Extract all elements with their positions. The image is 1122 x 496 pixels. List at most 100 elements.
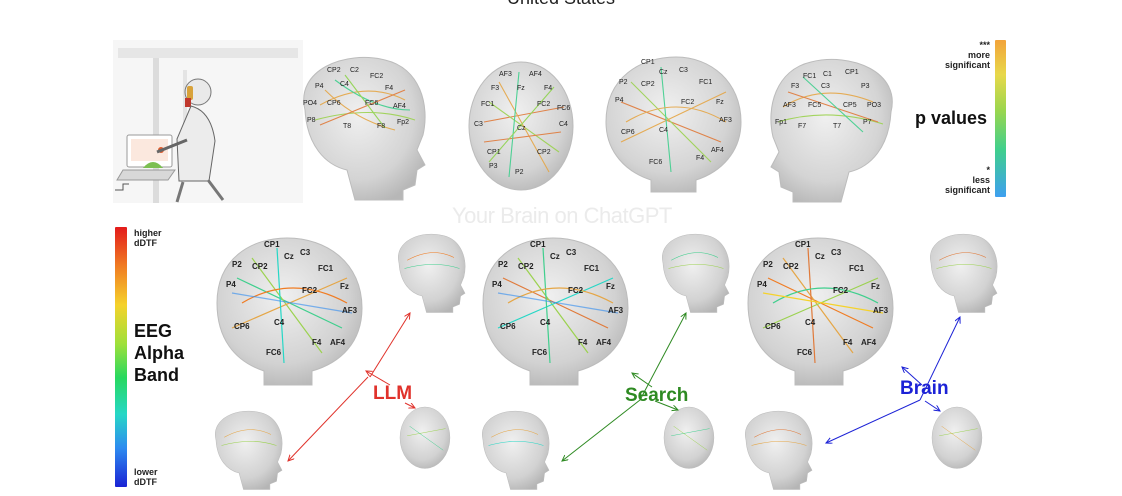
svg-text:AF3: AF3 (873, 306, 889, 315)
svg-text:P7: P7 (863, 119, 872, 126)
svg-text:CP6: CP6 (234, 322, 250, 331)
band-line1: EEG (134, 321, 173, 341)
band-line2: Alpha (134, 343, 185, 363)
svg-text:C3: C3 (821, 83, 830, 90)
ddtf-top-line1: higher (134, 228, 162, 238)
svg-text:AF3: AF3 (499, 71, 512, 78)
svg-text:FC1: FC1 (584, 264, 600, 273)
svg-text:AF4: AF4 (330, 338, 346, 347)
svg-text:F4: F4 (544, 85, 552, 92)
search-arrow-up (639, 313, 686, 401)
svg-text:FC2: FC2 (833, 286, 849, 295)
search-side-head-small (662, 233, 730, 313)
svg-text:C2: C2 (350, 67, 359, 74)
p-bottom-line1: less (972, 175, 990, 185)
svg-text:C4: C4 (340, 81, 349, 88)
brain-top-head-bottom (931, 406, 983, 469)
svg-text:FC1: FC1 (481, 101, 494, 108)
svg-text:P2: P2 (619, 79, 628, 86)
p-scale-top-label: *** more significant (930, 40, 990, 70)
svg-text:C4: C4 (559, 121, 568, 128)
svg-text:AF4: AF4 (393, 103, 406, 110)
svg-text:P4: P4 (757, 280, 767, 289)
ddtf-bottom-line1: lower (134, 467, 158, 477)
svg-text:P3: P3 (861, 83, 870, 90)
search-arrow-down (562, 399, 641, 461)
ddtf-bottom-label: lower dDTF (134, 467, 158, 487)
svg-text:Cz: Cz (284, 252, 294, 261)
llm-side-head-bottom (215, 410, 283, 490)
ddtf-top-label: higher dDTF (134, 228, 162, 248)
svg-text:P4: P4 (315, 83, 324, 90)
svg-text:CP1: CP1 (487, 149, 501, 156)
brain-side-head-bottom (745, 410, 813, 490)
svg-text:P4: P4 (226, 280, 236, 289)
svg-text:C3: C3 (831, 248, 842, 257)
svg-text:CP1: CP1 (641, 59, 655, 66)
svg-text:Cz: Cz (550, 252, 560, 261)
p-bottom-stars: * (986, 165, 990, 175)
svg-text:CP6: CP6 (327, 100, 341, 107)
svg-text:CP1: CP1 (264, 240, 280, 249)
svg-text:P2: P2 (498, 260, 508, 269)
ddtf-colorbar (115, 227, 127, 487)
svg-text:PO3: PO3 (867, 102, 881, 109)
svg-text:FC6: FC6 (649, 159, 662, 166)
svg-text:C4: C4 (274, 318, 285, 327)
svg-text:P4: P4 (492, 280, 502, 289)
p-top-line1: more (967, 50, 990, 60)
svg-text:FC1: FC1 (803, 73, 816, 80)
brain-arrow-right (924, 400, 940, 411)
svg-text:F4: F4 (385, 85, 393, 92)
svg-text:CP1: CP1 (795, 240, 811, 249)
svg-text:T8: T8 (343, 123, 351, 130)
svg-text:FC2: FC2 (681, 99, 694, 106)
svg-text:T7: T7 (833, 123, 841, 130)
svg-text:AF4: AF4 (529, 71, 542, 78)
svg-text:P4: P4 (615, 97, 624, 104)
p-top-stars: *** (979, 40, 990, 50)
svg-text:AF3: AF3 (608, 306, 624, 315)
llm-top-head-bottom (399, 406, 451, 469)
svg-text:C3: C3 (474, 121, 483, 128)
svg-text:F8: F8 (377, 123, 385, 130)
search-arrow-back (632, 373, 653, 388)
svg-text:AF4: AF4 (596, 338, 612, 347)
svg-text:F3: F3 (491, 85, 499, 92)
svg-text:FC2: FC2 (537, 101, 550, 108)
svg-text:F3: F3 (791, 83, 799, 90)
svg-text:P2: P2 (232, 260, 242, 269)
svg-text:Cz: Cz (517, 125, 526, 132)
svg-text:Fz: Fz (340, 282, 349, 291)
svg-text:FC2: FC2 (568, 286, 584, 295)
svg-text:CP2: CP2 (327, 67, 341, 74)
svg-text:CP1: CP1 (530, 240, 546, 249)
svg-text:F7: F7 (798, 123, 806, 130)
svg-text:Cz: Cz (815, 252, 825, 261)
band-label: EEG Alpha Band (134, 320, 184, 386)
p-top-line2: significant (944, 60, 990, 70)
ddtf-top-line2: dDTF (134, 238, 157, 248)
svg-text:FC2: FC2 (302, 286, 318, 295)
svg-text:FC6: FC6 (557, 105, 570, 112)
svg-text:FC6: FC6 (365, 100, 378, 107)
llm-arrow-right (404, 402, 415, 408)
svg-text:AF3: AF3 (719, 117, 732, 124)
svg-text:P3: P3 (489, 163, 498, 170)
page-title: United States (0, 0, 1122, 9)
svg-text:CP2: CP2 (252, 262, 268, 271)
svg-text:P8: P8 (307, 117, 316, 124)
svg-text:FC1: FC1 (318, 264, 334, 273)
svg-text:F4: F4 (696, 155, 704, 162)
svg-text:Fz: Fz (517, 85, 525, 92)
group-label-brain: Brain (900, 378, 949, 399)
